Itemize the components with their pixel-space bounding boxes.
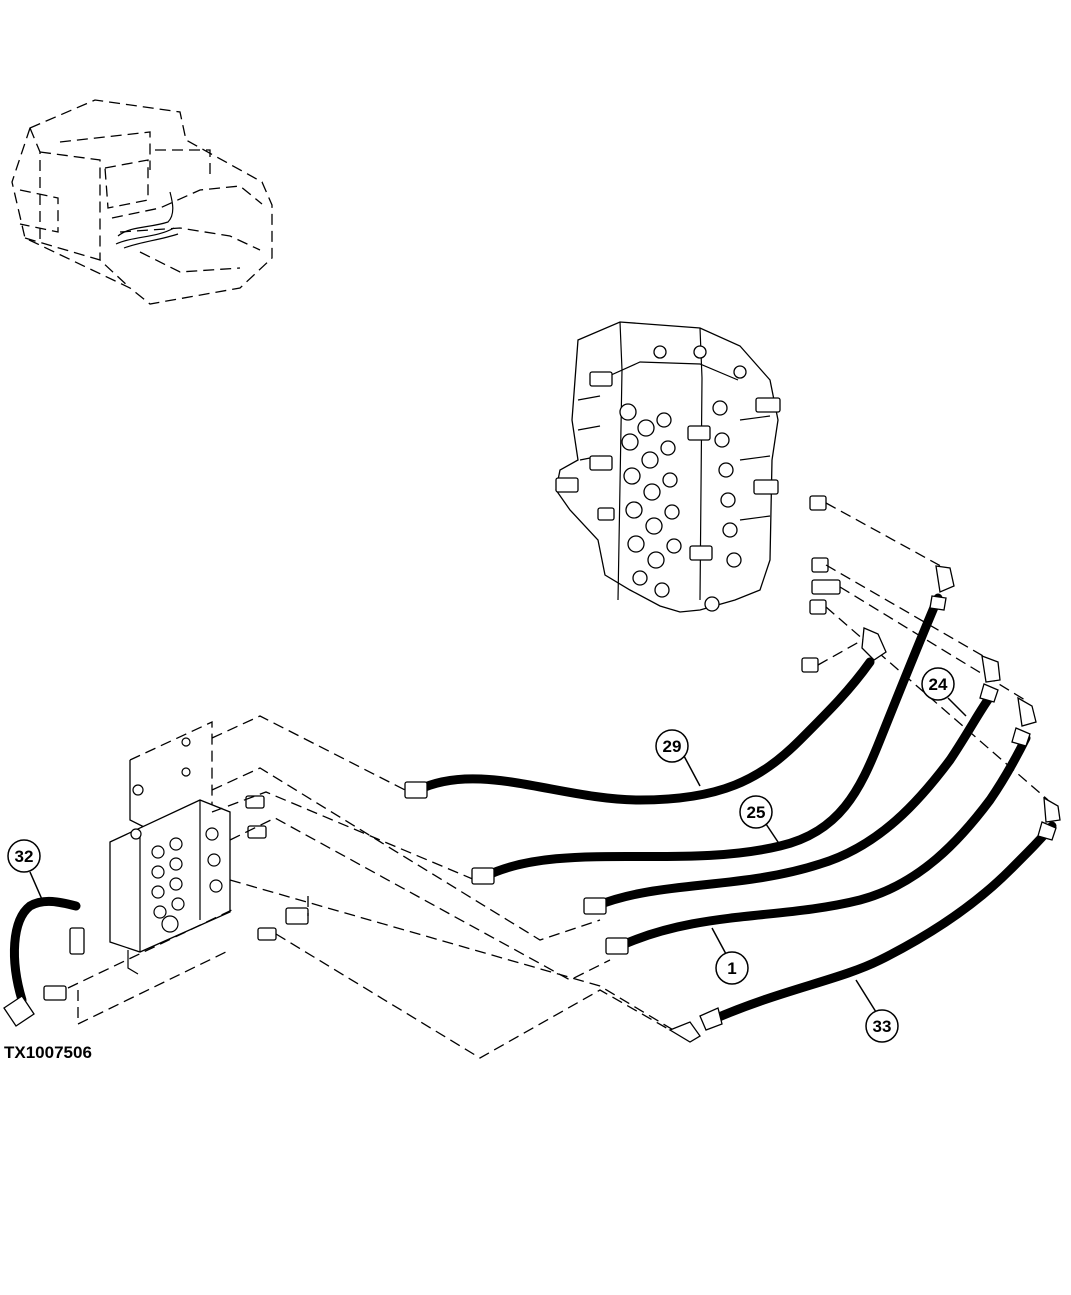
figure-id: TX1007506	[4, 1043, 92, 1062]
hose-1	[615, 733, 1031, 951]
hose-24	[591, 689, 997, 911]
callout-label-33: 33	[873, 1017, 892, 1036]
callout-label-29: 29	[663, 737, 682, 756]
callout-32: 32	[7, 839, 45, 905]
callout-24: 24	[921, 667, 967, 717]
hose-end-fittings	[3, 565, 1061, 1043]
callout-33: 33	[855, 979, 899, 1043]
callout-label-1: 1	[727, 959, 736, 978]
pilot-valve-block-illustration	[109, 720, 231, 975]
hose-29	[413, 657, 875, 805]
callout-label-32: 32	[15, 847, 34, 866]
routing-lines	[67, 502, 1049, 1059]
excavator-locator-illustration	[11, 99, 273, 305]
callout-label-24: 24	[929, 675, 948, 694]
callout-label-25: 25	[747, 803, 766, 822]
hose-33	[707, 821, 1057, 1025]
hose-25	[481, 593, 943, 881]
callout-1: 1	[711, 927, 749, 985]
callout-25: 25	[739, 795, 783, 849]
control-valve-illustration	[555, 321, 781, 613]
hose-32	[10, 896, 81, 1005]
callout-29: 29	[655, 729, 701, 787]
hoses	[10, 593, 1057, 1025]
